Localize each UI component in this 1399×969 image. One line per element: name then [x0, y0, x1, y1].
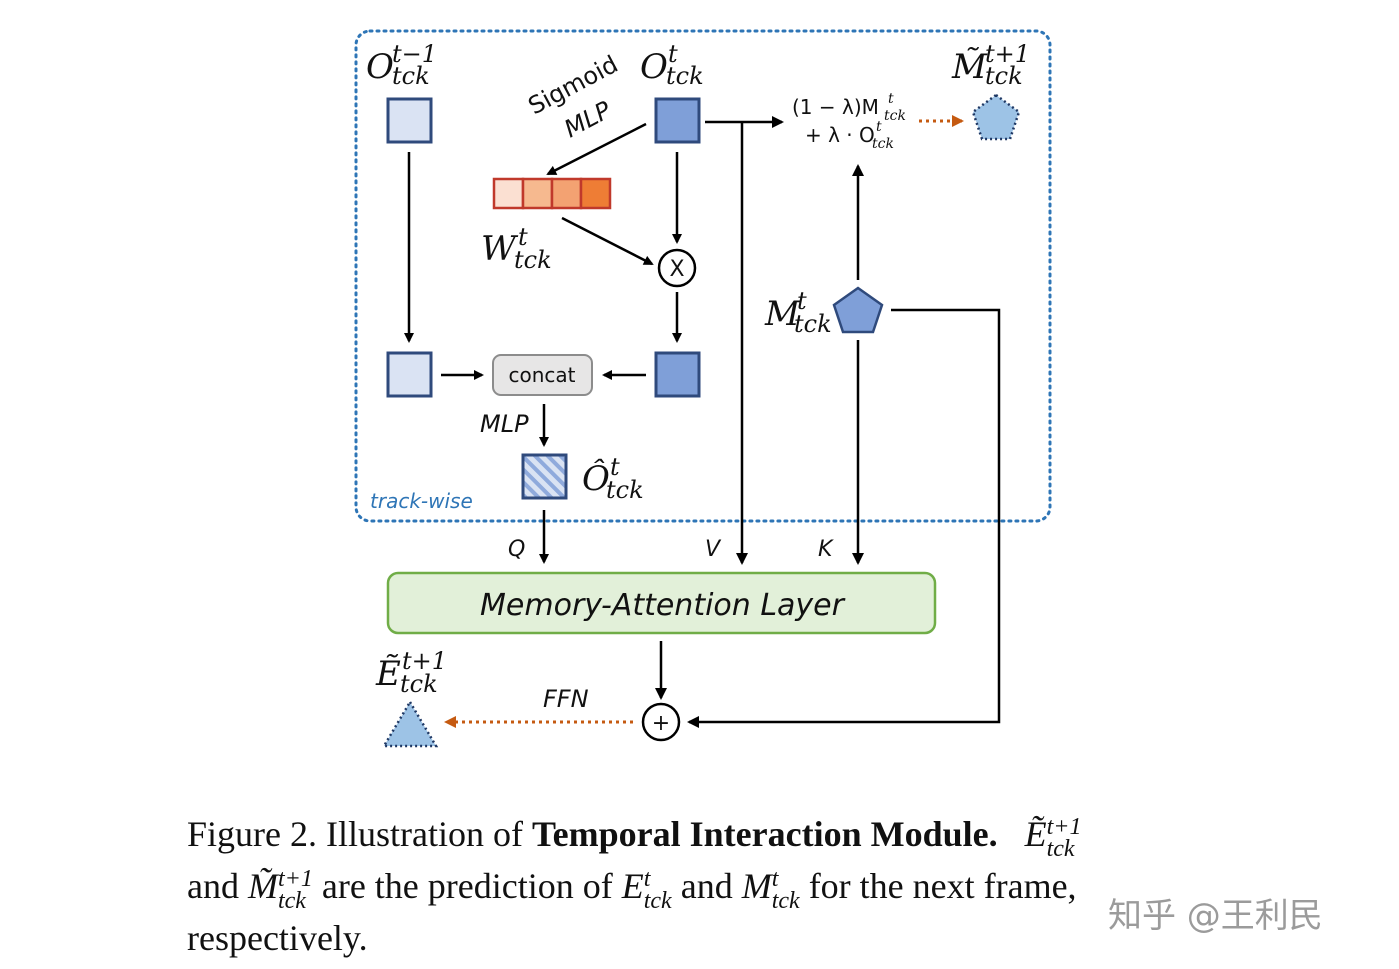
- m-pentagon: [832, 286, 884, 334]
- svg-text:Ô: Ô: [582, 458, 610, 499]
- svg-text:t: t: [518, 223, 528, 251]
- caption-line3-text: respectively.: [187, 918, 368, 958]
- svg-text:tck: tck: [794, 310, 832, 338]
- add-symbol: +: [652, 711, 670, 736]
- caption-mid: are the prediction of: [321, 866, 613, 906]
- k-label: K: [818, 537, 834, 562]
- add-node: [641, 702, 681, 742]
- svg-text:t: t: [797, 287, 807, 315]
- svg-text:W: W: [481, 229, 519, 269]
- o-hat-label: Ô t tck: [582, 453, 644, 504]
- caption-line-3: respectively.: [187, 912, 1227, 964]
- m-next-label: M̃ t+1 tck: [951, 40, 1030, 90]
- o-prev-label: O t−1 tck: [366, 40, 437, 90]
- caption-m2-sup: t: [771, 865, 779, 892]
- caption-e-sup: t+1: [1046, 813, 1082, 840]
- o-cur-label: O t tck: [640, 40, 704, 90]
- caption-m-base: M̃: [247, 866, 278, 906]
- multiply-node: [657, 248, 697, 288]
- caption-m-sup: t+1: [277, 865, 313, 892]
- svg-text:O: O: [366, 47, 394, 87]
- caption-line-1: Figure 2. Illustration of Temporal Inter…: [187, 808, 1227, 862]
- svg-text:M̃: M̃: [951, 47, 988, 87]
- caption-and1: and: [187, 866, 239, 906]
- concat-label: concat: [508, 363, 575, 387]
- memory-attention-layer: [386, 571, 937, 635]
- svg-text:tck: tck: [392, 62, 430, 90]
- svg-text:t+1: t+1: [985, 40, 1030, 68]
- track-wise-label: track-wise: [370, 489, 473, 513]
- memory-update-formula: (1 − λ)M t tck + λ · O t tck: [792, 91, 906, 152]
- svg-text:Ẽ: Ẽ: [375, 654, 401, 694]
- o-weighted-box: [654, 351, 701, 398]
- multiply-symbol: X: [669, 257, 684, 282]
- svg-text:t: t: [888, 91, 894, 107]
- w-label: W t tck: [481, 223, 552, 274]
- svg-text:tck: tck: [872, 136, 894, 152]
- mlp-label: MLP: [480, 410, 529, 438]
- svg-text:(1 − λ)M: (1 − λ)M: [792, 95, 879, 119]
- caption-e-base: Ẽ: [1024, 814, 1047, 854]
- caption-and2: and: [680, 866, 733, 906]
- caption-m2-base: M: [741, 866, 772, 906]
- ffn-label: FFN: [543, 685, 589, 713]
- caption-e-sub: tck: [1046, 835, 1075, 862]
- caption-e2-base: E: [621, 866, 644, 906]
- caption-e2-sup: t: [643, 865, 651, 892]
- m-label: M t tck: [764, 287, 832, 338]
- q-label: Q: [508, 537, 525, 562]
- o-hat-box: [521, 453, 568, 500]
- caption-end: for the next frame,: [808, 866, 1077, 906]
- svg-text:t: t: [876, 119, 882, 135]
- svg-text:t: t: [668, 40, 678, 68]
- svg-text:tck: tck: [985, 62, 1023, 90]
- watermark: 知乎 @王利民: [1108, 896, 1323, 936]
- svg-text:t−1: t−1: [392, 40, 437, 68]
- arrows: [404, 116, 1001, 728]
- caption-m2-sub: tck: [771, 887, 800, 914]
- svg-text:t: t: [610, 453, 620, 481]
- e-next-triangle: [381, 699, 439, 748]
- caption-m-sub: tck: [277, 887, 306, 914]
- svg-text:+ λ · O: + λ · O: [805, 123, 875, 147]
- svg-text:tck: tck: [400, 670, 438, 698]
- svg-text:tck: tck: [884, 108, 906, 124]
- figure-caption: Figure 2. Illustration of Temporal Inter…: [187, 808, 1227, 964]
- e-next-label: Ẽ t+1 tck: [375, 647, 447, 698]
- v-label: V: [705, 537, 722, 562]
- caption-prefix: Figure 2. Illustration of: [187, 814, 532, 854]
- svg-text:O: O: [640, 47, 668, 87]
- concat-box: [492, 354, 593, 396]
- o-cur-box: [654, 97, 701, 144]
- o-prev-box: [386, 97, 433, 144]
- svg-text:t+1: t+1: [402, 647, 447, 675]
- track-wise-region: [354, 29, 1052, 523]
- caption-title: Temporal Interaction Module.: [531, 814, 998, 854]
- svg-text:tck: tck: [666, 62, 704, 90]
- weight-vector: [492, 177, 612, 210]
- caption-e2-sub: tck: [643, 887, 672, 914]
- svg-text:M: M: [764, 294, 801, 334]
- svg-text:tck: tck: [514, 246, 552, 274]
- m-next-pentagon: [971, 93, 1021, 141]
- o-prev-box-lower: [386, 351, 433, 398]
- svg-text:tck: tck: [606, 476, 644, 504]
- memory-attention-label: Memory-Attention Layer: [480, 588, 846, 623]
